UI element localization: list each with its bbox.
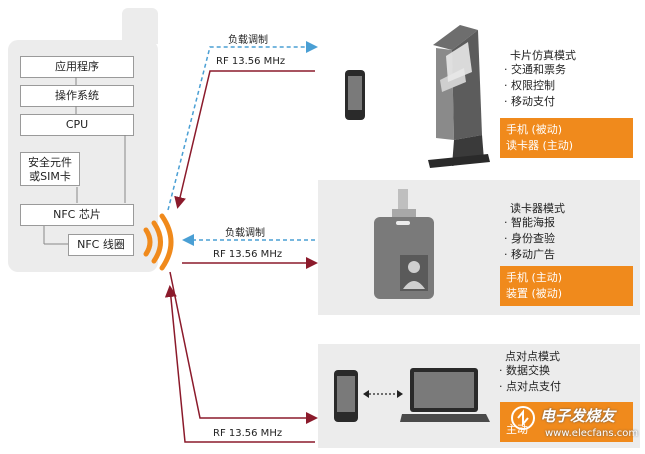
role-line: 手机 (被动) [506,123,563,136]
list-item: · 身份查验 [504,232,555,245]
watermark-logo-icon [511,406,535,430]
layer-applications: 应用程序 [20,56,134,78]
list-item: · 交通和票务 [504,63,566,76]
role-line: 读卡器 (主动) [506,139,574,152]
label-load-modulation-mid: 负载调制 [225,228,265,239]
layer-os: 操作系统 [20,85,134,107]
role-line: 装置 (被动) [506,287,563,300]
label-rf-mid: RF 13.56 MHz [213,249,283,260]
role-line: 手机 (主动) [506,271,563,284]
nfc-wave-icon [143,213,174,271]
nfc-antenna-coil: NFC 线圈 [68,234,134,256]
list-item: · 权限控制 [504,79,555,92]
list-item: · 点对点支付 [499,380,561,393]
role-line: 主动 [506,423,528,436]
phone-icon-p2p [334,370,358,422]
mode-items-p2p: · 数据交换 · 点对点支付 [499,363,561,395]
watermark-url: www.elecfans.com [545,428,639,439]
laptop-icon [400,368,490,422]
bidirectional-arrow-icon [363,390,403,398]
mode-items-card-emulation: · 交通和票务 · 权限控制 · 移动支付 [504,62,566,110]
list-item: · 数据交换 [499,364,550,377]
secure-element: 安全元件 或SIM卡 [20,152,80,186]
watermark-brand: 电子发烧友 [540,407,616,425]
mode-title-reader: 读卡器模式 [510,202,565,215]
role-box-reader: 手机 (主动) 装置 (被动) [500,266,633,306]
mode-items-reader: · 智能海报 · 身份查验 · 移动广告 [504,215,555,263]
role-box-card-emulation: 手机 (被动) 读卡器 (主动) [500,118,633,158]
nfc-chip: NFC 芯片 [20,204,134,226]
list-item: · 智能海报 [504,216,555,229]
signal-arrows [164,41,318,443]
device-antenna-tab [122,8,158,44]
list-item: · 移动广告 [504,248,555,261]
list-item: · 移动支付 [504,95,555,108]
mode-title-card-emulation: 卡片仿真模式 [510,49,576,62]
label-rf-top: RF 13.56 MHz [216,56,286,67]
stack-connectors [43,77,126,245]
label-load-modulation-top: 负载调制 [228,35,268,46]
phone-icon [345,70,365,120]
mode-title-p2p: 点对点模式 [505,350,560,363]
label-rf-bottom: RF 13.56 MHz [213,428,283,439]
layer-cpu: CPU [20,114,134,136]
ticket-kiosk-icon [428,25,490,168]
id-badge-icon [374,189,434,299]
